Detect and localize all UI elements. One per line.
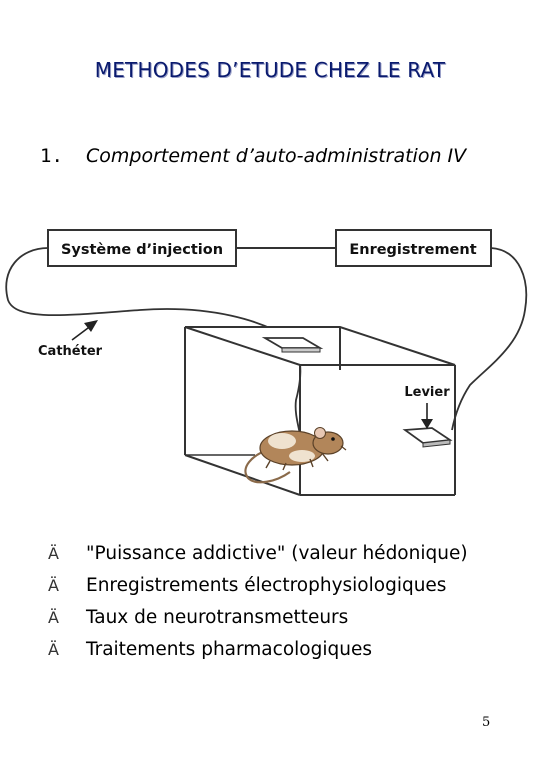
cage-bottom-left <box>184 454 301 496</box>
recording-cable <box>451 247 528 431</box>
bullet-marker: Ä <box>48 608 59 627</box>
catheter-label: Cathéter <box>38 344 103 359</box>
recording-label: Enregistrement <box>349 242 476 258</box>
bullet-marker: Ä <box>48 576 59 595</box>
bullet-marker: Ä <box>48 544 59 563</box>
bullet-text: Enregistrements électrophysiologiques <box>86 575 447 596</box>
injection-system-label: Système d’injection <box>61 242 223 258</box>
catheter-arrow-head <box>84 320 98 332</box>
section-number: 1. <box>40 145 63 167</box>
page-title: METHODES D’ETUDE CHEZ LE RAT <box>94 58 446 82</box>
injection-port-side <box>281 347 321 353</box>
section-heading: 1. Comportement d’auto-administration IV <box>40 145 466 167</box>
list-item: Ä Enregistrements électrophysiologiques <box>48 570 468 602</box>
catheter-tube <box>5 247 303 446</box>
list-item: Ä Taux de neurotransmetteurs <box>48 602 468 634</box>
bullet-text: Traitements pharmacologiques <box>86 639 372 660</box>
bullet-text: Taux de neurotransmetteurs <box>86 607 349 628</box>
rat-illustration <box>244 427 347 484</box>
bullet-list: Ä "Puissance addictive" (valeur hédonique… <box>48 538 468 666</box>
self-administration-diagram: Système d’injection Enregistrement Levie… <box>5 229 528 496</box>
list-item: Ä Traitements pharmacologiques <box>48 634 468 666</box>
recording-box <box>335 229 492 267</box>
bullet-marker: Ä <box>48 640 59 659</box>
page-number: 5 <box>482 715 491 730</box>
lever-arrow-head <box>421 419 433 429</box>
list-item: Ä "Puissance addictive" (valeur hédonique… <box>48 538 468 570</box>
lever-side <box>422 439 451 448</box>
bullet-text: "Puissance addictive" (valeur hédonique) <box>86 543 468 564</box>
cage-top <box>184 326 456 366</box>
section-text: Comportement d’auto-administration IV <box>86 145 467 167</box>
lever-label: Levier <box>404 385 450 400</box>
